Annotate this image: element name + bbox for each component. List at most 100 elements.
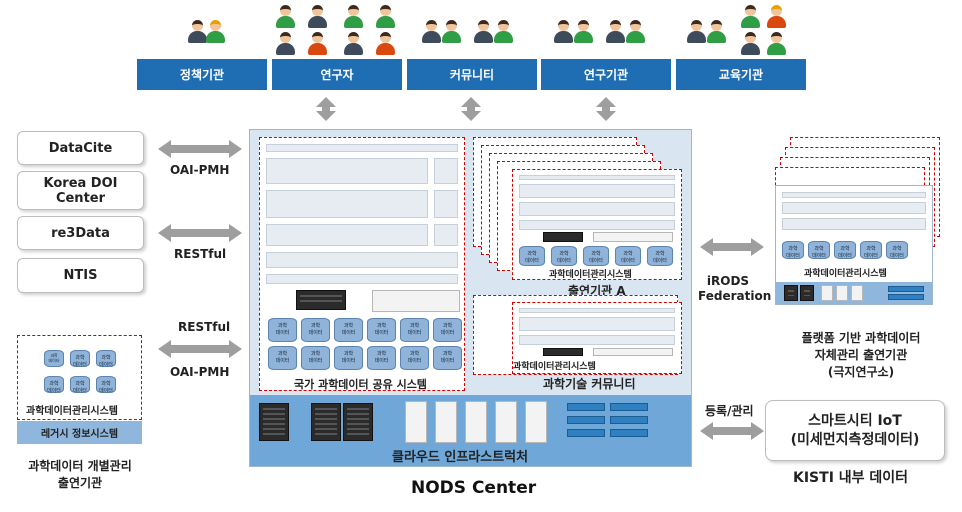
community-label: 과학기술 커뮤니티 xyxy=(543,377,636,391)
restful-label-top: RESTful xyxy=(174,247,227,261)
person-icon xyxy=(492,20,514,44)
kisti-caption: KISTI 내부 데이터 xyxy=(793,470,909,486)
switch-icon xyxy=(610,403,648,411)
register-arrow xyxy=(700,422,764,440)
data-cylinder-icon: 과학 데이터 xyxy=(519,246,545,266)
person-icon xyxy=(306,32,328,56)
data-cylinder-icon: 과학 데이터 xyxy=(301,318,330,342)
oai-pmh-arrow-top xyxy=(158,140,242,158)
person-icon xyxy=(472,20,494,44)
data-cylinder-icon: 과학 데이터 xyxy=(583,246,609,266)
person-icon xyxy=(274,32,296,56)
data-cylinder-icon: 과학 데이터 xyxy=(334,318,363,342)
korea-doi-center-box: Korea DOI Center xyxy=(17,171,144,210)
institute-system-box: 과학 데이터 과학 데이터 과학 데이터 과학 데이터 과학 데이터 과학데이터… xyxy=(512,169,682,280)
server-icon xyxy=(405,401,427,443)
person-icon xyxy=(624,20,646,44)
stakeholder-researcher: 연구자 xyxy=(272,59,402,90)
person-icon xyxy=(186,20,208,44)
institute-a-label: 출연기관 A xyxy=(568,284,626,298)
switch-icon xyxy=(610,416,648,424)
restful-label-bottom: RESTful xyxy=(178,320,231,334)
person-icon xyxy=(705,20,727,44)
platform-system-label: 과학데이터관리시스템 xyxy=(804,269,887,279)
server-icon xyxy=(495,401,517,443)
data-cylinder-icon: 과학 데이터 xyxy=(400,346,429,370)
person-icon xyxy=(342,5,364,29)
person-icon xyxy=(572,20,594,44)
data-cylinder-icon: 과학 데이터 xyxy=(808,241,830,259)
switch-icon xyxy=(567,403,605,411)
nods-center-title: NODS Center xyxy=(411,478,537,498)
switch-icon xyxy=(567,429,605,437)
legacy-caption: 과학데이터 개별관리 출연기관 xyxy=(28,459,132,490)
server-icon xyxy=(343,403,373,441)
legacy-info-bar: 레거시 정보시스템 xyxy=(17,421,142,444)
data-cylinder-icon: 과학 데이터 xyxy=(44,350,64,367)
data-cylinder-icon: 과학 데이터 xyxy=(334,346,363,370)
institute-system-label: 과학데이터관리시스템 xyxy=(549,270,632,280)
person-icon xyxy=(274,5,296,29)
person-icon xyxy=(374,32,396,56)
oai-pmh-label-bottom: OAI-PMH xyxy=(170,365,230,379)
restful-arrow-top xyxy=(158,224,242,242)
platform-system-box: 과학 데이터 과학 데이터 과학 데이터 과학 데이터 과학 데이터 과학데이터… xyxy=(775,185,933,305)
data-cylinder-icon: 과학 데이터 xyxy=(886,241,908,259)
data-cylinder-icon: 과학 데이터 xyxy=(268,318,297,342)
data-cylinder-icon: 과학 데이터 xyxy=(551,246,577,266)
distributed-fs-icon xyxy=(372,290,460,312)
data-cylinder-icon: 과학 데이터 xyxy=(268,346,297,370)
data-cylinder-icon: 과학 데이터 xyxy=(44,376,64,394)
data-cylinder-icon: 과학 데이터 xyxy=(834,241,856,259)
data-cylinder-icon: 과학 데이터 xyxy=(96,350,116,368)
data-cylinder-icon: 과학 데이터 xyxy=(647,246,673,266)
data-cylinder-icon: 과학 데이터 xyxy=(615,246,641,266)
person-icon xyxy=(440,20,462,44)
irods-label: iRODS Federation xyxy=(698,274,772,303)
register-label: 등록/관리 xyxy=(705,404,754,418)
person-icon xyxy=(765,32,787,56)
data-cylinder-icon: 과학 데이터 xyxy=(70,350,90,368)
switch-icon xyxy=(567,416,605,424)
data-cylinder-icon: 과학 데이터 xyxy=(433,318,462,342)
institute-arrow xyxy=(596,97,616,121)
stakeholder-policy: 정책기관 xyxy=(137,59,267,90)
cloud-label: 클라우드 인프라스트럭처 xyxy=(392,450,529,465)
person-icon xyxy=(374,5,396,29)
data-cylinder-icon: 과학 데이터 xyxy=(96,376,116,394)
national-system-label: 국가 과학데이터 공유 시스템 xyxy=(294,378,427,391)
data-cylinder-icon: 과학 데이터 xyxy=(367,318,396,342)
person-icon xyxy=(739,32,761,56)
irods-arrow xyxy=(700,238,764,256)
person-icon xyxy=(604,20,626,44)
person-icon xyxy=(685,20,707,44)
cloud-infrastructure-bar: 클라우드 인프라스트럭처 xyxy=(250,395,691,466)
nods-center-frame: 과학 데이터 과학 데이터 과학 데이터 과학 데이터 과학 데이터 과학 데이… xyxy=(249,129,692,467)
legacy-system-label: 과학데이터관리시스템 xyxy=(26,406,118,417)
server-icon xyxy=(435,401,457,443)
person-icon xyxy=(420,20,442,44)
stakeholder-community: 커뮤니티 xyxy=(407,59,537,90)
switch-icon xyxy=(610,429,648,437)
platform-infra-bar xyxy=(776,282,932,304)
researcher-arrow xyxy=(316,97,336,121)
server-icon xyxy=(311,403,341,441)
data-cylinder-icon: 과학 데이터 xyxy=(433,346,462,370)
platform-caption: 플랫폼 기반 과학데이터 자체관리 출연기관 (극지연구소) xyxy=(801,331,921,379)
stakeholder-institute: 연구기관 xyxy=(541,59,671,90)
re3data-box: re3Data xyxy=(17,216,144,250)
ntis-box: NTIS xyxy=(17,258,144,293)
person-icon xyxy=(739,5,761,29)
data-cylinder-icon: 과학 데이터 xyxy=(400,318,429,342)
person-icon xyxy=(552,20,574,44)
data-cylinder-icon: 과학 데이터 xyxy=(301,346,330,370)
datacite-box: DataCite xyxy=(17,131,144,165)
national-system-box: 과학 데이터 과학 데이터 과학 데이터 과학 데이터 과학 데이터 과학 데이… xyxy=(259,137,465,391)
data-cylinder-icon: 과학 데이터 xyxy=(782,241,804,259)
data-cylinder-icon: 과학 데이터 xyxy=(860,241,882,259)
oai-pmh-label-top: OAI-PMH xyxy=(170,163,230,177)
data-cylinder-icon: 과학 데이터 xyxy=(70,376,90,394)
data-cylinder-icon: 과학 데이터 xyxy=(367,346,396,370)
oai-pmh-arrow-bottom xyxy=(158,340,242,358)
smart-city-iot-box: 스마트시티 IoT (미세먼지측정데이터) xyxy=(765,400,945,461)
